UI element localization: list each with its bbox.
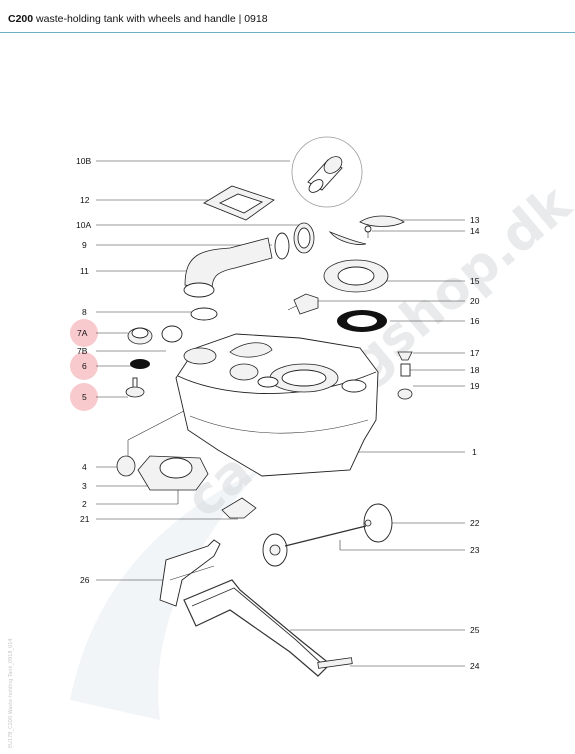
label-26: 26 [80,575,90,585]
part-26-frame [159,539,221,607]
part-23-wheel-axle [262,525,367,567]
part-10b [291,136,363,208]
part-7a-cap [127,327,153,345]
label-5: 5 [82,392,87,402]
page-header: C200 waste-holding tank with wheels and … [0,0,575,36]
label-4: 4 [82,462,87,472]
label-14: 14 [470,226,480,236]
label-25: 25 [470,625,480,635]
label-1: 1 [472,447,477,457]
part-labels: 10B 12 10A 9 11 8 7A 7B 6 5 4 3 2 21 26 … [76,156,480,671]
label-15: 15 [470,276,480,286]
highlight-7a [70,319,98,347]
part-19-cap [397,388,413,400]
part-11-pipe [183,222,315,298]
label-10a: 10A [76,220,91,230]
page-title: C200 waste-holding tank with wheels and … [8,13,268,25]
label-19: 19 [470,381,480,391]
label-16: 16 [470,316,480,326]
label-7a: 7A [77,328,88,338]
label-8: 8 [82,307,87,317]
header-rule [0,32,575,33]
part-3-valve-plate [137,455,209,491]
part-25-handle [183,579,331,677]
part-8-o-ring [190,307,218,321]
label-13: 13 [470,215,480,225]
label-22: 22 [470,518,480,528]
part-14-screw [364,225,372,238]
part-4-knob [116,455,136,477]
part-12-lid [203,185,275,221]
part-18-spring [400,363,411,377]
part-5-valve [125,377,145,398]
highlight-5 [70,383,98,411]
label-10b: 10B [76,156,91,166]
label-3: 3 [82,481,87,491]
part-13b-strip [328,231,367,245]
label-20: 20 [470,296,480,306]
side-reference-text: EU17B_C200 Waste-holding Tank_0918_014 [8,638,14,748]
label-18: 18 [470,365,480,375]
label-24: 24 [470,661,480,671]
part-15-flange [323,259,389,293]
model-name: C200 [8,13,34,25]
leader-lines [96,160,465,667]
label-17: 17 [470,348,480,358]
label-6: 6 [82,361,87,371]
part-17-button [397,351,413,361]
label-7b: 7B [77,346,88,356]
part-6-seal [130,359,150,369]
part-7b-cap [161,325,183,343]
label-23: 23 [470,545,480,555]
part-21-bracket [221,497,257,519]
part-9-ring [274,232,290,260]
part-13-strip [359,215,405,227]
part-20-valve [287,293,319,315]
part-22-wheel [363,503,393,543]
highlight-6 [70,352,98,380]
label-11: 11 [80,266,89,276]
part-24-grip [317,657,353,669]
part-1-tank [175,333,379,477]
label-9: 9 [82,240,87,250]
label-2: 2 [82,499,87,509]
label-21: 21 [80,514,90,524]
label-12: 12 [80,195,90,205]
part-16-gasket [337,310,387,332]
title-text: waste-holding tank with wheels and handl… [36,13,268,25]
